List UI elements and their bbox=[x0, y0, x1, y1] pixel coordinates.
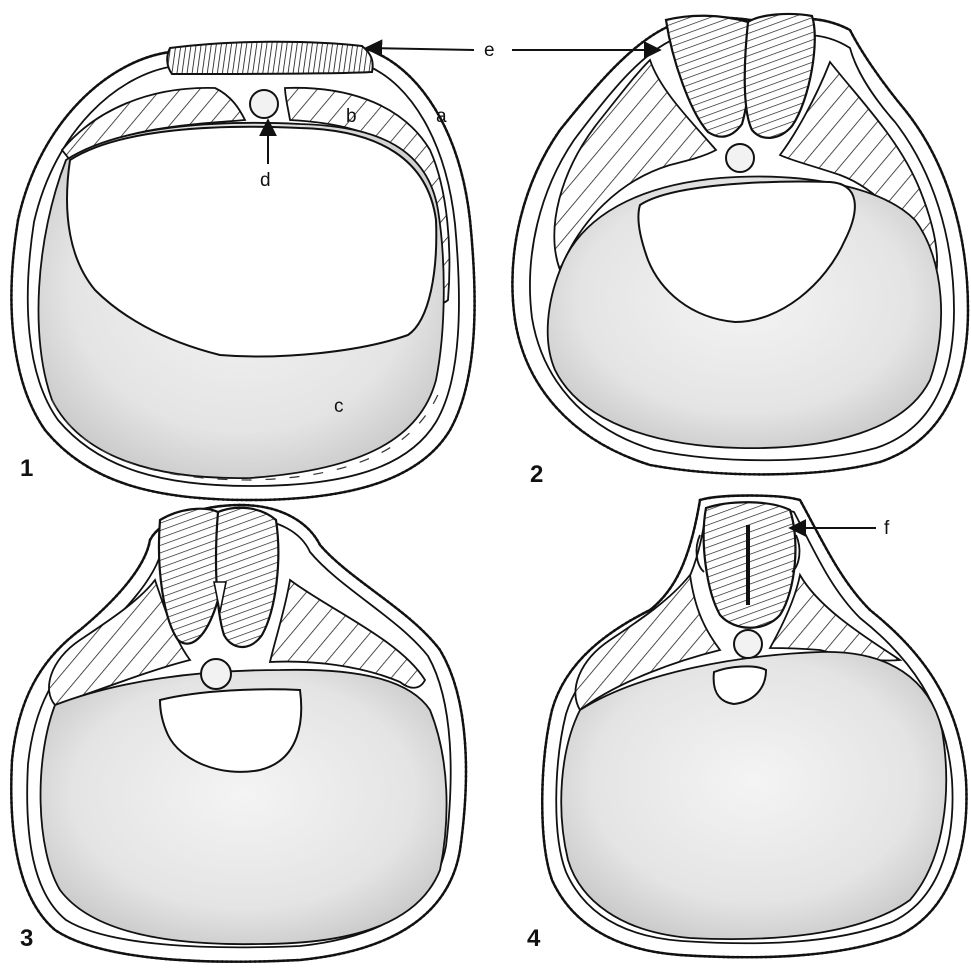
label-e-arrow-left bbox=[366, 48, 474, 50]
panel-4-section: 4 f bbox=[527, 496, 966, 958]
panel-4-notochord bbox=[734, 630, 762, 658]
label-a: a bbox=[436, 106, 447, 127]
label-f: f bbox=[884, 518, 890, 539]
panel-2-number: 2 bbox=[530, 461, 543, 488]
label-e: e bbox=[484, 40, 495, 61]
panel-1-notochord bbox=[250, 90, 278, 118]
label-c: c bbox=[334, 396, 344, 417]
panel-1-section: 1 a b c d bbox=[11, 42, 474, 500]
label-e-group: e bbox=[366, 40, 660, 61]
panel-3-number: 3 bbox=[20, 925, 33, 952]
label-d: d bbox=[260, 170, 271, 191]
panel-2-notochord bbox=[726, 144, 754, 172]
panel-1-number: 1 bbox=[20, 455, 33, 482]
panel-2-section: 2 bbox=[512, 14, 968, 488]
panel-3-notochord bbox=[201, 659, 231, 689]
label-b: b bbox=[346, 106, 357, 127]
panel-4-number: 4 bbox=[527, 925, 541, 952]
panel-3-section: 3 bbox=[11, 505, 466, 962]
